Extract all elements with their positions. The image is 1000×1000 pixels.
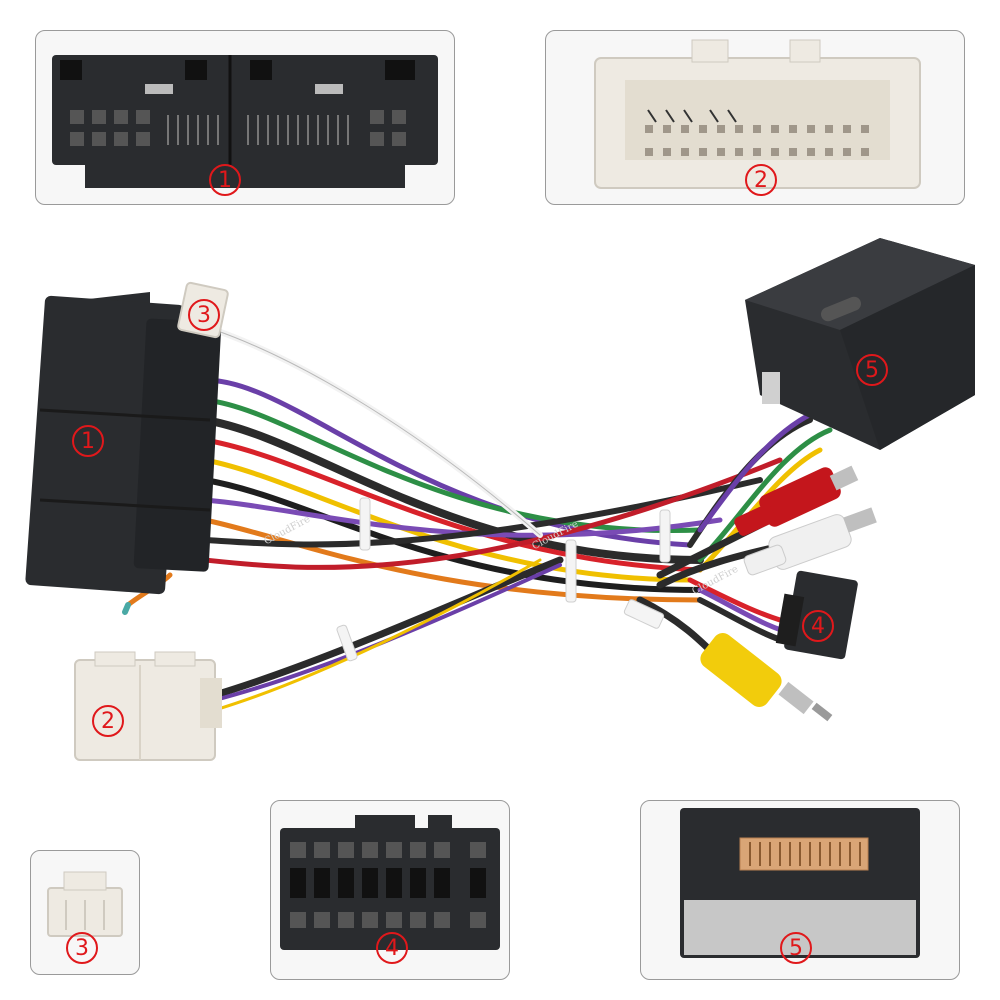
- connector-5-detail-image: [680, 808, 920, 958]
- label-connector-1-detail: 1: [209, 164, 241, 196]
- connector-5-main: [745, 238, 975, 450]
- connector-4-detail-image: [280, 815, 500, 950]
- rca-plug-yellow: [700, 633, 833, 722]
- cable-ties: [336, 497, 671, 662]
- label-connector-3-main: 3: [188, 299, 220, 331]
- label-connector-5-main: 5: [856, 354, 888, 386]
- connector-1-main: [25, 292, 222, 595]
- label-connector-5-detail: 5: [780, 932, 812, 964]
- label-connector-2-main: 2: [92, 705, 124, 737]
- label-connector-4-detail: 4: [376, 932, 408, 964]
- connector-1-detail-image: [52, 55, 438, 188]
- label-connector-1-main: 1: [72, 425, 104, 457]
- connector-2-main: [74, 651, 222, 761]
- label-connector-3-detail: 3: [66, 932, 98, 964]
- label-connector-4-main: 4: [802, 610, 834, 642]
- connector-2-detail-image: [594, 39, 921, 189]
- rca-plug-red: [734, 465, 859, 536]
- rca-plug-white: [743, 507, 877, 576]
- connector-3-detail-image: [47, 871, 123, 937]
- label-connector-2-detail: 2: [745, 164, 777, 196]
